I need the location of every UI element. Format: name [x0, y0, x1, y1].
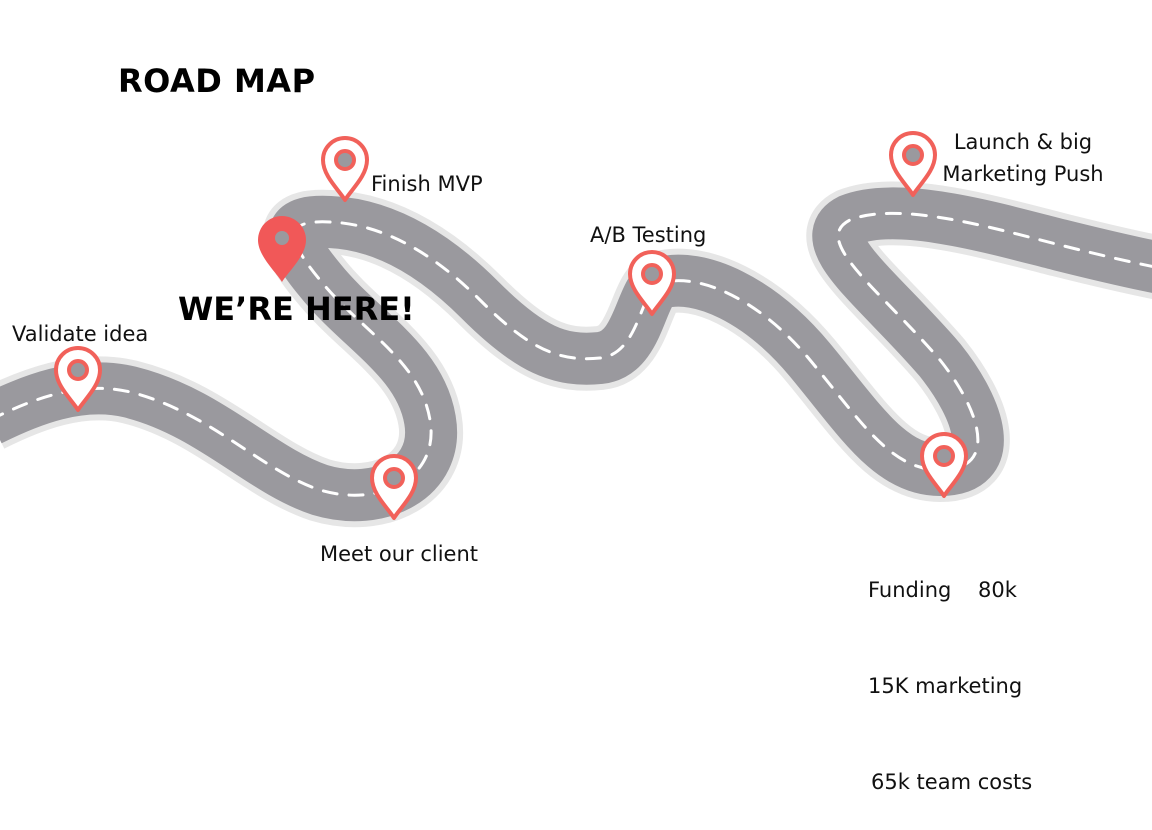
milestone-label-funding: Funding 80k 15K marketing 65k team costs: [868, 510, 1032, 830]
milestone-label-line: 15K marketing: [868, 674, 1023, 698]
map-pin-icon: [628, 250, 676, 316]
page-title: ROAD MAP: [118, 62, 316, 100]
milestone-label-validate: Validate idea: [12, 318, 148, 350]
map-pin-icon: [889, 131, 937, 197]
map-pin-icon: [920, 432, 968, 498]
map-pin-icon: [321, 136, 369, 202]
milestone-label-ab: A/B Testing: [590, 219, 706, 251]
milestone-label-meet: Meet our client: [320, 538, 478, 570]
map-pin-icon: [54, 346, 102, 412]
current-location-pin-icon: [258, 216, 306, 282]
milestone-label-line: Funding 80k: [868, 578, 1017, 602]
milestone-label-line: Meet our client: [320, 542, 479, 566]
current-position-label: WE’RE HERE!: [178, 290, 415, 328]
milestone-label-line: 65k team costs: [871, 770, 1033, 794]
milestone-label-line: A/B Testing: [590, 223, 707, 247]
road-map-diagram: [0, 131, 1152, 700]
milestone-label-mvp: Finish MVP: [371, 168, 483, 200]
milestone-label-line: Finish MVP: [371, 172, 483, 196]
milestone-label-line: Launch & big: [953, 130, 1093, 154]
milestone-label-line: Marketing Push: [942, 162, 1104, 186]
map-pin-icon: [370, 454, 418, 520]
milestone-label-launch: Launch & big Marketing Push: [938, 126, 1108, 190]
milestone-label-line: Validate idea: [12, 322, 149, 346]
